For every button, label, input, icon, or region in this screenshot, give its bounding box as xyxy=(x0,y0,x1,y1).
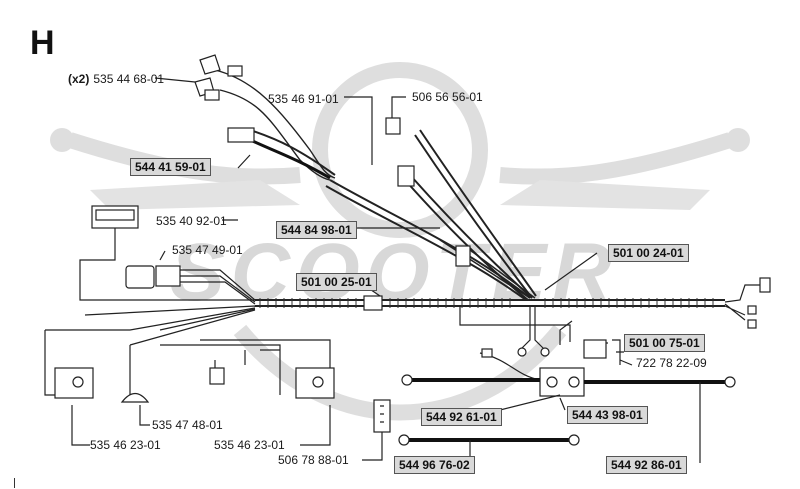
part-label-501-00-75: 501 00 75-01 xyxy=(624,334,705,352)
page-edge-mark xyxy=(14,478,15,488)
part-label-535-40-92: 535 40 92-01 xyxy=(156,214,227,228)
part-label-501-00-25: 501 00 25-01 xyxy=(296,273,377,291)
part-label-506-78-88: 506 78 88-01 xyxy=(278,453,349,467)
part-label-544-92-86: 544 92 86-01 xyxy=(606,456,687,474)
part-label-544-96-76: 544 96 76-02 xyxy=(394,456,475,474)
part-label-544-43-98: 544 43 98-01 xyxy=(567,406,648,424)
part-number: 535 44 68-01 xyxy=(93,72,165,86)
part-label-544-41-59: 544 41 59-01 xyxy=(130,158,211,176)
part-label-506-56-56: 506 56 56-01 xyxy=(412,90,483,104)
part-label-535-46-23-right: 535 46 23-01 xyxy=(214,438,285,452)
quantity-label: (x2) xyxy=(68,72,90,86)
part-label-535-47-48: 535 47 48-01 xyxy=(152,418,223,432)
part-label-535-44-68: (x2)535 44 68-01 xyxy=(68,72,164,86)
part-label-501-00-24: 501 00 24-01 xyxy=(608,244,689,262)
section-letter: H xyxy=(30,24,55,62)
part-label-722-78-22: 722 78 22-09 xyxy=(636,356,707,370)
part-label-535-47-49: 535 47 49-01 xyxy=(172,243,243,257)
part-label-544-92-61: 544 92 61-01 xyxy=(421,408,502,426)
part-label-535-46-91: 535 46 91-01 xyxy=(268,92,339,106)
part-label-535-46-23-left: 535 46 23-01 xyxy=(90,438,161,452)
part-label-544-84-98: 544 84 98-01 xyxy=(276,221,357,239)
